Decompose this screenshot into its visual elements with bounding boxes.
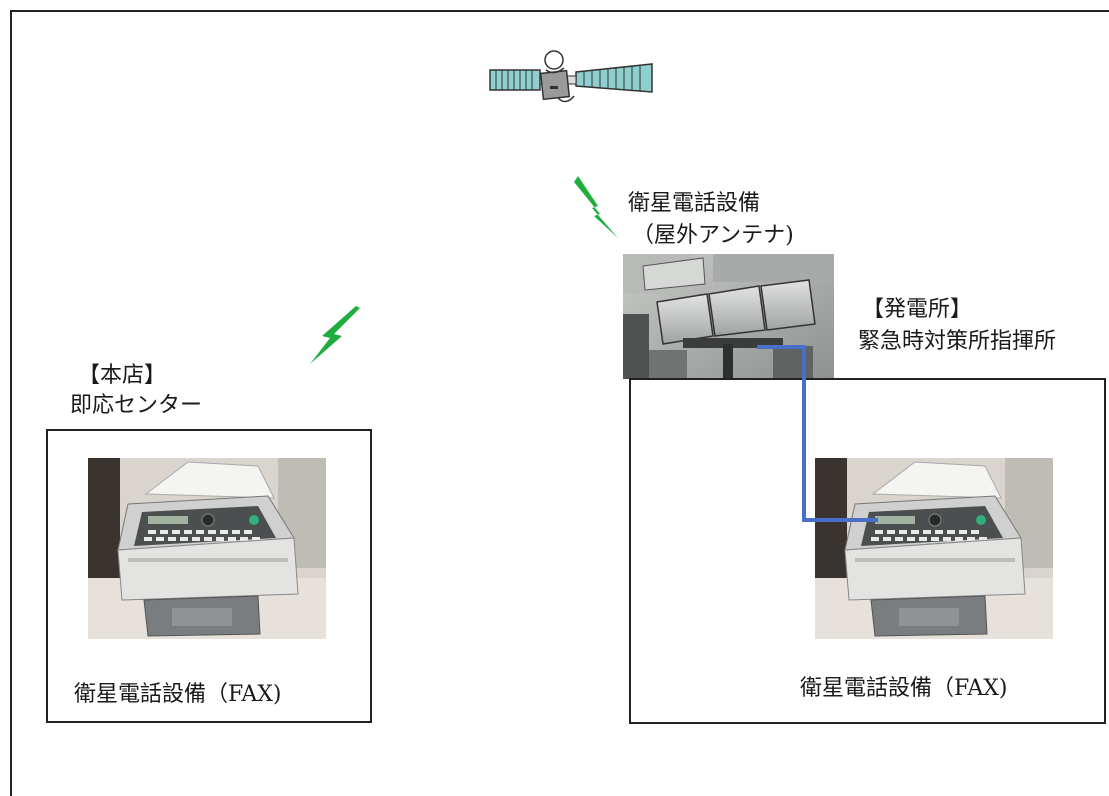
power-station-name: 緊急時対策所指揮所 [858, 329, 1057, 354]
outdoor-antenna-photo [623, 254, 834, 379]
power-station-device-caption: 衛星電話設備（FAX) [800, 676, 1008, 701]
head-office-box [46, 429, 372, 723]
head-office-name: 即応センター [70, 393, 203, 418]
signal-icon-antenna [572, 176, 622, 240]
satellite-icon [488, 48, 654, 110]
signal-icon-head-office [306, 306, 362, 366]
fax-machine-photo-power-station [815, 458, 1053, 639]
head-office-device-caption: 衛星電話設備（FAX) [74, 682, 282, 707]
head-office-tag: 【本店】 [78, 363, 167, 388]
diagram-frame [10, 10, 1109, 796]
fax-machine-photo-head-office [88, 458, 326, 639]
power-station-tag: 【発電所】 [862, 297, 973, 322]
antenna-label-line2: （屋外アンテナ) [632, 223, 794, 248]
antenna-label-line1: 衛星電話設備 [628, 191, 761, 216]
